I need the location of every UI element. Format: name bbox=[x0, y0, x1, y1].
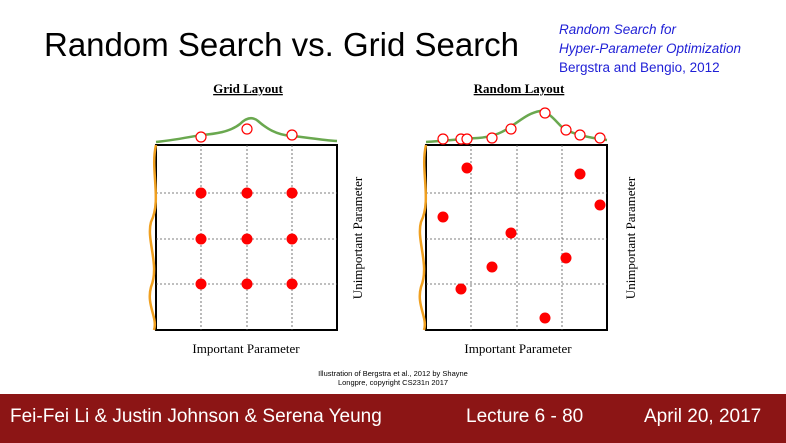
grid-point bbox=[195, 278, 207, 290]
footer-date: April 20, 2017 bbox=[644, 406, 762, 427]
grid-point bbox=[286, 278, 298, 290]
random-top-projections bbox=[437, 107, 606, 145]
footer-lecture-number: Lecture 6 - 80 bbox=[466, 406, 584, 427]
random-point bbox=[437, 211, 449, 223]
random-layout-panel: Random Layout bbox=[418, 81, 638, 356]
grid-point bbox=[286, 187, 298, 199]
random-projection-circle bbox=[560, 124, 572, 136]
grid-point bbox=[241, 233, 253, 245]
grid-point bbox=[195, 233, 207, 245]
grid-point bbox=[195, 187, 207, 199]
grid-point bbox=[241, 278, 253, 290]
grid-layout-heading: Grid Layout bbox=[213, 81, 283, 96]
random-plot-frame bbox=[425, 144, 608, 331]
random-point bbox=[594, 199, 606, 211]
footer-bar: Fei-Fei Li & Justin Johnson & Serena Yeu… bbox=[0, 394, 786, 443]
random-projection-circle bbox=[486, 132, 498, 144]
random-point bbox=[455, 283, 467, 295]
random-side-marginal-curve bbox=[418, 144, 428, 331]
random-point bbox=[560, 252, 572, 264]
random-layout-heading: Random Layout bbox=[474, 81, 565, 96]
footer-authors: Fei-Fei Li & Justin Johnson & Serena Yeu… bbox=[10, 406, 382, 427]
reference-line-3: Bergstra and Bengio, 2012 bbox=[559, 60, 720, 75]
grid-top-projections bbox=[195, 123, 298, 143]
random-dotted-lines bbox=[426, 145, 607, 330]
random-projection-circle bbox=[461, 133, 473, 145]
reference-line-1: Random Search for bbox=[559, 22, 677, 37]
reference-line-2: Hyper-Parameter Optimization bbox=[559, 41, 742, 56]
random-projection-circle bbox=[437, 133, 449, 145]
random-point bbox=[505, 227, 517, 239]
grid-y-axis-label: Unimportant Parameter bbox=[350, 176, 365, 299]
grid-x-axis-label: Important Parameter bbox=[192, 341, 300, 356]
random-projection-circle bbox=[505, 123, 517, 135]
random-point bbox=[539, 312, 551, 324]
slide-title: Random Search vs. Grid Search bbox=[44, 26, 520, 63]
grid-projection-circle bbox=[286, 129, 298, 141]
random-x-axis-label: Important Parameter bbox=[464, 341, 572, 356]
reference-citation: Random Search for Hyper-Parameter Optimi… bbox=[559, 20, 741, 77]
grid-projection-circle bbox=[195, 131, 207, 143]
credit-line-1: Illustration of Bergstra et al., 2012 by… bbox=[318, 369, 468, 378]
grid-projection-circle bbox=[241, 123, 253, 135]
grid-point bbox=[241, 187, 253, 199]
illustration-credit: Illustration of Bergstra et al., 2012 by… bbox=[300, 369, 486, 387]
random-y-axis-label: Unimportant Parameter bbox=[623, 176, 638, 299]
random-projection-circle bbox=[574, 129, 586, 141]
random-projection-circle bbox=[539, 107, 551, 119]
random-projection-circle bbox=[594, 132, 606, 144]
random-point bbox=[574, 168, 586, 180]
grid-point bbox=[286, 233, 298, 245]
grid-layout-panel: Grid Layout bbox=[148, 81, 365, 356]
credit-line-2: Longpre, copyright CS231n 2017 bbox=[337, 378, 449, 387]
random-point bbox=[486, 261, 498, 273]
grid-side-marginal-curve bbox=[148, 144, 158, 331]
random-sample-points bbox=[437, 162, 606, 324]
random-point bbox=[461, 162, 473, 174]
grid-sample-points bbox=[195, 187, 298, 290]
grid-plot-frame bbox=[155, 144, 338, 331]
